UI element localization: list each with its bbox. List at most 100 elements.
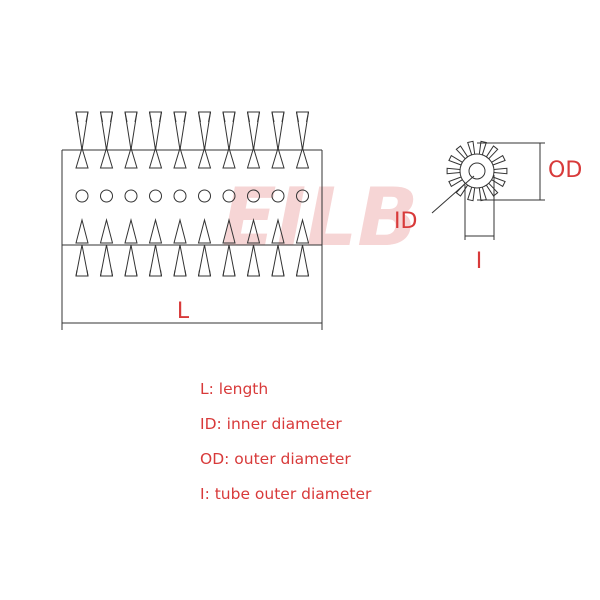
lower-spike xyxy=(148,218,163,244)
upper-spike xyxy=(271,146,285,169)
bottom-tuft xyxy=(271,244,285,277)
bottom-tuft-edge xyxy=(247,269,249,277)
bottom-tuft-edge xyxy=(160,269,162,277)
top-tuft-edge xyxy=(222,111,226,123)
watermark-logo: EILB xyxy=(222,171,418,264)
radial-bristle xyxy=(467,187,476,202)
lower-spike xyxy=(173,218,187,244)
middle-hole xyxy=(124,189,138,203)
id-label: ID xyxy=(394,209,417,234)
upper-spike xyxy=(295,146,310,169)
top-tuft-edge xyxy=(124,111,128,123)
lower-spike xyxy=(222,218,236,244)
legend-item-outer-diameter: OD: outer diameter xyxy=(200,450,351,468)
legend-list: L: length ID: inner diameter OD: outer d… xyxy=(200,372,371,512)
bottom-tuft xyxy=(246,244,261,277)
bottom-tuft-edge xyxy=(184,269,187,277)
id-leader-line xyxy=(431,175,475,214)
bottom-tuft-edge xyxy=(271,269,274,277)
radial-bristle xyxy=(446,167,461,175)
top-tuft xyxy=(271,111,285,151)
bottom-tuft-edge xyxy=(111,269,113,277)
top-tuft-edge xyxy=(198,111,201,123)
radial-bristle xyxy=(448,176,463,188)
bottom-tuft-edge xyxy=(296,269,298,277)
upper-spike xyxy=(99,146,114,169)
top-tuft xyxy=(75,111,89,151)
top-tuft xyxy=(295,111,310,151)
top-tuft-edge xyxy=(271,111,275,123)
lower-spike xyxy=(124,218,138,244)
middle-hole xyxy=(271,189,285,203)
radial-bristle xyxy=(485,182,499,197)
upper-spike xyxy=(75,146,89,169)
legend-item-length: L: length xyxy=(200,380,269,398)
od-label: OD xyxy=(548,158,582,183)
radial-bristle xyxy=(478,140,487,155)
bottom-tuft-edge xyxy=(173,269,176,277)
bottom-tuft xyxy=(173,244,187,277)
radial-bristle xyxy=(485,145,499,160)
middle-hole xyxy=(75,189,89,203)
top-tuft-edge xyxy=(257,111,260,123)
lower-spike xyxy=(75,218,89,244)
middle-hole xyxy=(222,189,236,203)
upper-spike xyxy=(222,146,236,169)
bottom-tuft-edge xyxy=(124,269,127,277)
radial-bristle xyxy=(455,145,469,160)
bottom-tuft-edge xyxy=(75,269,78,277)
radial-bristle xyxy=(491,176,506,188)
brush-cross-section xyxy=(431,140,545,240)
bottom-tuft xyxy=(295,244,310,277)
bottom-tuft-edge xyxy=(222,269,225,277)
top-tuft-edge xyxy=(149,111,152,123)
radial-bristle xyxy=(478,187,487,202)
top-tuft-edge xyxy=(247,111,250,123)
bottom-tuft xyxy=(222,244,236,277)
top-tuft-edge xyxy=(232,111,236,123)
top-tuft-edge xyxy=(173,111,177,123)
bottom-tuft-edge xyxy=(149,269,151,277)
upper-spike xyxy=(148,146,163,169)
bristle-tufts xyxy=(75,111,310,277)
top-tuft xyxy=(99,111,114,151)
middle-hole xyxy=(173,189,187,203)
top-tuft xyxy=(173,111,187,151)
bottom-tuft-edge xyxy=(100,269,102,277)
top-tuft xyxy=(148,111,163,151)
middle-hole xyxy=(100,189,113,203)
top-tuft-edge xyxy=(281,111,285,123)
radial-bristle xyxy=(467,140,476,155)
top-tuft-edge xyxy=(208,111,211,123)
lower-spike xyxy=(197,218,212,244)
top-tuft-edge xyxy=(306,111,309,123)
radial-bristle xyxy=(491,154,506,166)
top-tuft-edge xyxy=(183,111,187,123)
top-tuft xyxy=(197,111,212,151)
upper-spike xyxy=(173,146,187,169)
lower-spike xyxy=(271,218,285,244)
top-tuft-edge xyxy=(134,111,138,123)
legend-item-tube-diameter: I: tube outer diameter xyxy=(200,485,372,503)
radial-bristle xyxy=(493,167,508,175)
upper-spike xyxy=(246,146,261,169)
tube-label: I xyxy=(476,249,483,274)
radial-bristle xyxy=(448,154,463,166)
lower-spike xyxy=(246,218,261,244)
top-tuft-edge xyxy=(296,111,299,123)
lower-spike xyxy=(99,218,114,244)
length-dimension xyxy=(61,245,323,330)
top-tuft-edge xyxy=(159,111,162,123)
lower-spike xyxy=(295,218,310,244)
bottom-tuft-edge xyxy=(233,269,236,277)
inner-ring xyxy=(468,162,486,180)
brush-side-view xyxy=(61,111,323,277)
bottom-tuft-edge xyxy=(307,269,309,277)
outer-ring xyxy=(459,153,495,189)
bottom-tuft xyxy=(148,244,163,277)
middle-hole xyxy=(247,189,260,203)
middle-hole xyxy=(149,189,162,203)
top-tuft xyxy=(246,111,261,151)
